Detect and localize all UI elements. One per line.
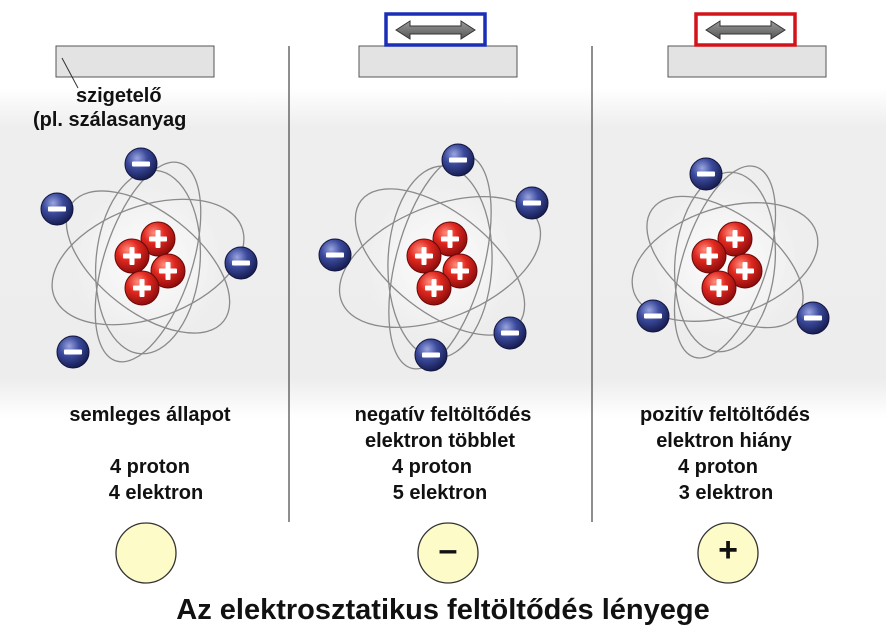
electron [515,186,549,220]
electron-orbit [94,161,202,363]
charge-circle-negative [417,522,479,584]
proton [691,238,727,274]
electron-orbit [673,165,777,359]
electron [56,335,90,369]
atom-positive [631,157,830,359]
electron [124,147,158,181]
proton-count-positive: 4 proton [678,456,758,478]
minus-sign-icon: – [438,531,458,569]
proton [406,238,442,274]
proton-count-neutral: 4 proton [110,456,190,478]
proton [701,270,737,306]
detail-label-negative: elektron többlet [364,430,515,452]
proton [150,253,186,289]
electron-orbit [673,171,777,353]
electron-orbit [65,190,231,334]
electron [689,157,723,191]
insulator-pointer-line [61,57,79,89]
insulator-slab-negative [358,45,518,78]
proton [717,221,753,257]
electron-count-negative: 5 elektron [392,482,488,504]
electron-count-positive: 3 elektron [678,482,774,504]
electron [441,143,475,177]
rub-frame-positive [694,12,797,47]
insulator-example-label: (pl. szálasanyag [33,109,187,131]
proton-count-negative: 4 proton [392,456,472,478]
electron-orbit [631,202,819,322]
charge-circle-neutral [115,522,177,584]
electron [318,238,352,272]
proton [432,221,468,257]
proton [416,270,452,306]
electron [636,299,670,333]
state-label-negative: negatív feltöltődés [354,404,532,426]
electron [224,246,258,280]
proton [114,238,150,274]
charge-circle-positive [697,522,759,584]
atom-negative [318,143,549,372]
electron-orbit [51,198,245,326]
insulator-label: szigetelő [76,85,162,107]
detail-label-positive: elektron hiány [656,430,792,452]
state-label-positive: pozitív feltöltődés [640,404,810,426]
double-arrow-icon [705,20,786,40]
electron [40,192,74,226]
electron [796,301,830,335]
atom-neutral [40,147,258,369]
electron-count-neutral: 4 elektron [108,482,204,504]
proton [727,253,763,289]
state-label-neutral: semleges állapot [69,404,231,426]
insulator-slab-neutral [55,45,215,78]
electron [414,338,448,372]
insulator-slab-positive [667,45,827,78]
proton [442,253,478,289]
double-arrow-icon [395,20,476,40]
plus-sign-icon: + [718,531,738,569]
proton [124,270,160,306]
rub-frame-negative [384,12,487,47]
diagram-title: Az elektrosztatikus feltöltődés lényege [176,594,710,626]
electron-orbit [338,195,542,329]
electron [493,316,527,350]
proton [140,221,176,257]
